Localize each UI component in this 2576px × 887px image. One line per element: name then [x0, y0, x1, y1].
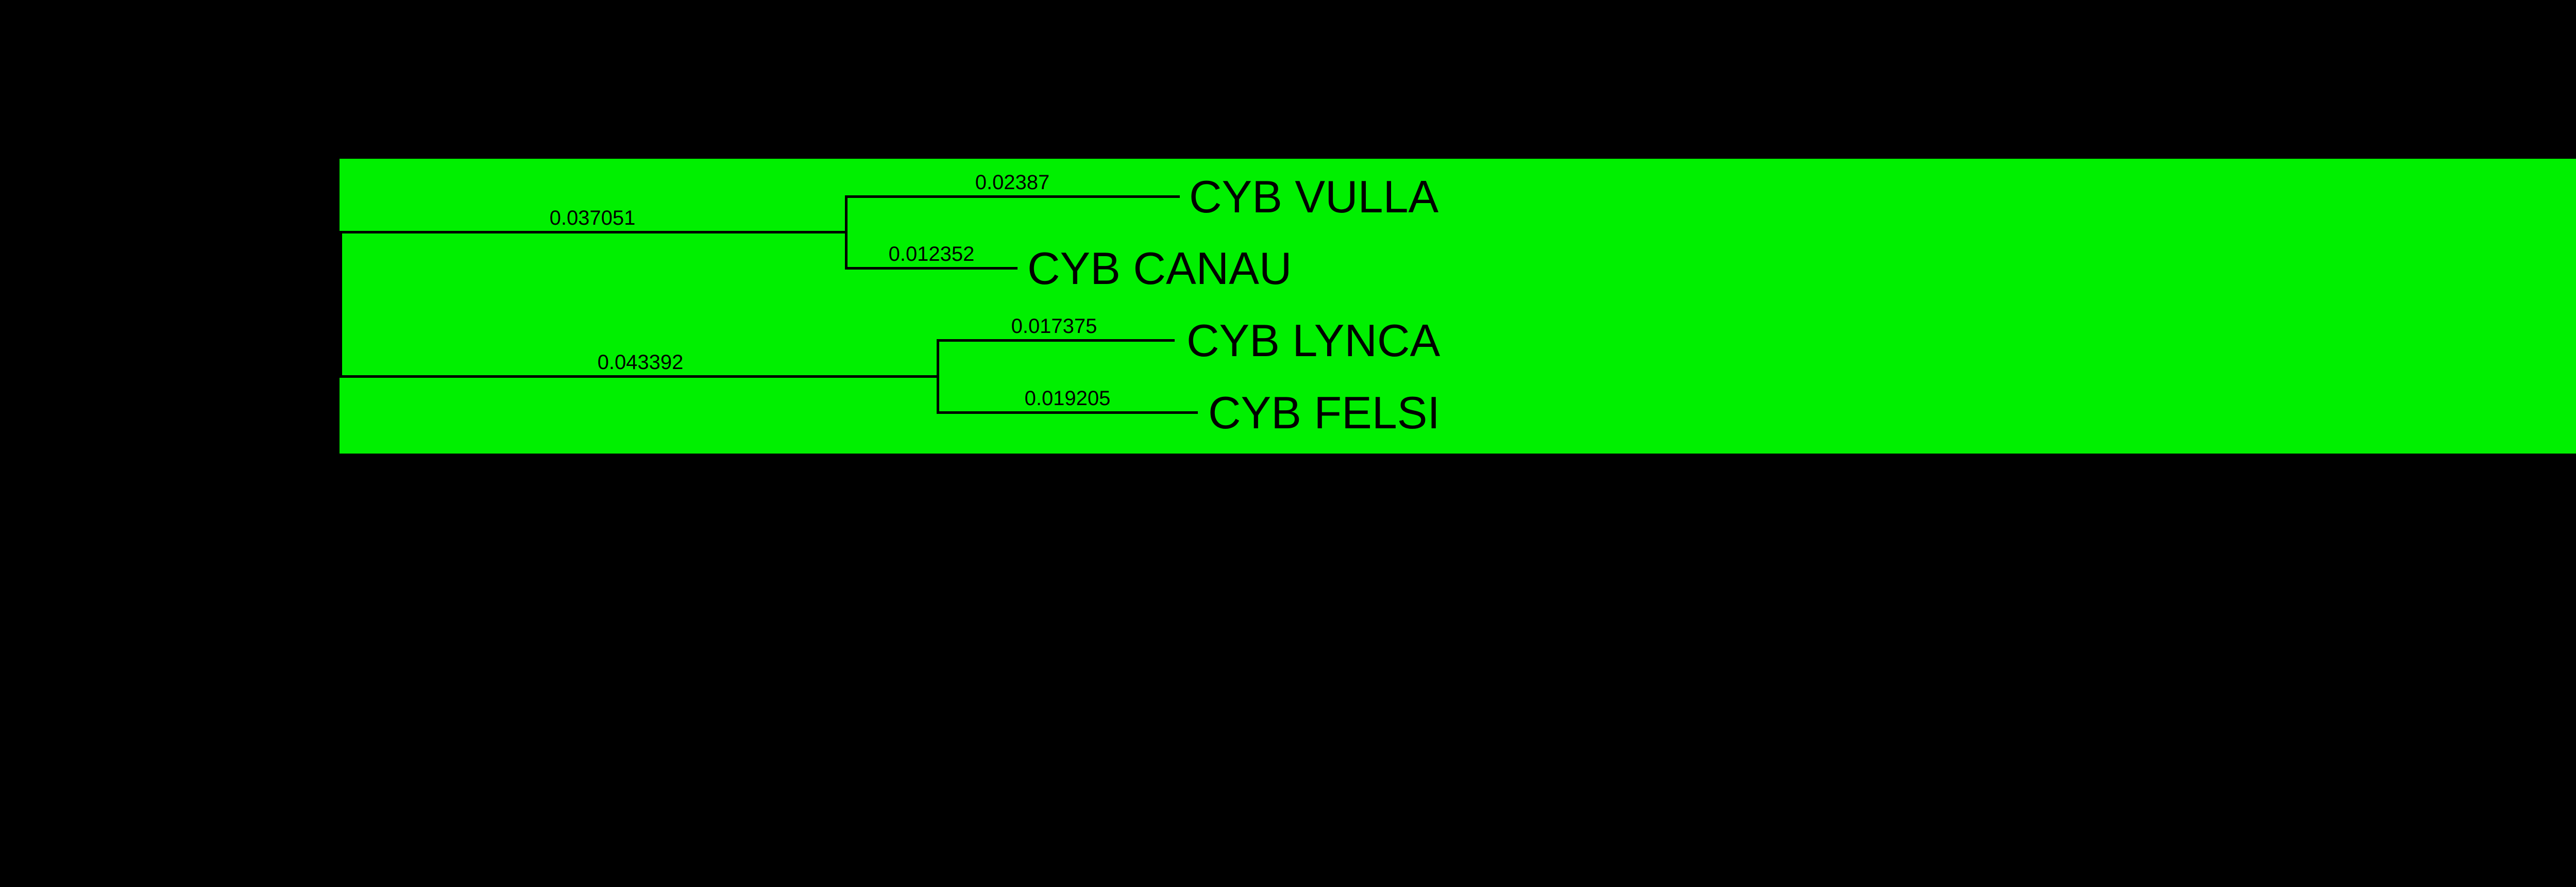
- terminal-branch-line-lynca: [937, 339, 1175, 342]
- taxon-label-canau: CYB CANAU: [1027, 243, 1292, 294]
- branch-length-label-felsi: 0.019205: [1024, 387, 1111, 410]
- internal-branch-line-vulla-canau: [340, 231, 848, 233]
- terminal-branch-line-canau: [845, 267, 1018, 270]
- branch-length-label-lynca-felsi-clade: 0.043392: [597, 351, 684, 374]
- branch-length-label-vulla: 0.02387: [975, 171, 1050, 194]
- branch-length-label-canau: 0.012352: [888, 243, 975, 265]
- root-vertical-line: [340, 231, 342, 378]
- terminal-branch-line-vulla: [845, 195, 1180, 198]
- internal-branch-line-lynca-felsi: [340, 375, 939, 378]
- taxon-label-lynca: CYB LYNCA: [1187, 315, 1440, 366]
- branch-length-label-vulla-canau-clade: 0.037051: [549, 207, 636, 229]
- taxon-label-felsi: CYB FELSI: [1208, 387, 1440, 438]
- node-vertical-line-vulla-canau: [845, 195, 848, 270]
- terminal-branch-line-felsi: [937, 411, 1198, 414]
- tree-panel: [340, 159, 2576, 454]
- branch-length-label-lynca: 0.017375: [1011, 315, 1097, 338]
- node-vertical-line-lynca-felsi: [937, 339, 939, 414]
- taxon-label-vulla: CYB VULLA: [1189, 171, 1439, 222]
